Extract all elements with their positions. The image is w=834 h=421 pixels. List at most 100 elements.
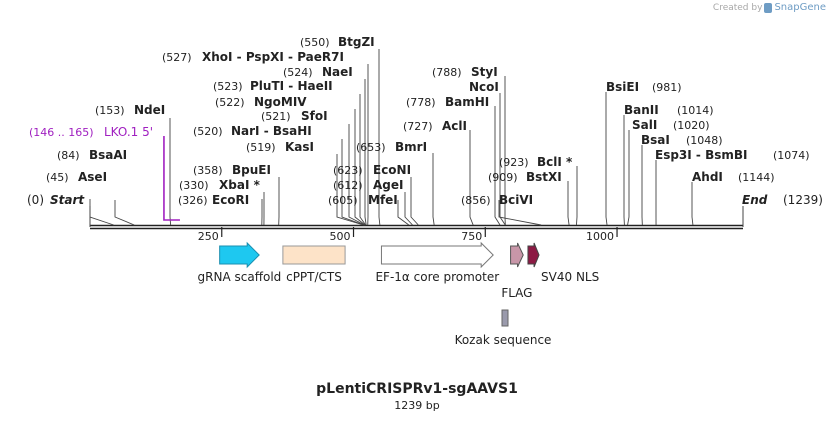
site-leader-line bbox=[354, 109, 366, 226]
site-position: (856) bbox=[461, 194, 491, 207]
site-leader-line bbox=[336, 154, 364, 226]
feature-arrow bbox=[510, 242, 524, 268]
feature-label: Kozak sequence bbox=[455, 333, 552, 347]
site-leader-line bbox=[432, 153, 435, 226]
site-name: XhoI - PspXI - PaeR7I bbox=[202, 50, 344, 64]
feature-label: cPPT/CTS bbox=[286, 270, 342, 284]
site-name: NgoMIV bbox=[254, 95, 307, 109]
site-position: (527) bbox=[162, 51, 192, 64]
snapgene-credit: Created by SnapGene bbox=[713, 2, 826, 13]
site-name: BtgZI bbox=[338, 35, 375, 49]
ruler-tick-label: 500 bbox=[330, 230, 351, 243]
site-leader-line bbox=[494, 106, 501, 226]
site-name: AseI bbox=[78, 170, 107, 184]
site-position: (326) bbox=[178, 194, 208, 207]
plasmid-name: pLentiCRISPRv1-sgAAVS1 bbox=[316, 381, 518, 397]
site-position: (605) bbox=[328, 194, 358, 207]
snapgene-logo-icon bbox=[764, 2, 773, 13]
site-name: KasI bbox=[285, 140, 314, 154]
feature-label: EF-1α core promoter bbox=[375, 270, 499, 284]
site-position: (612) bbox=[333, 179, 363, 192]
site-name: MfeI bbox=[368, 193, 398, 207]
primer-range: (146 .. 165) bbox=[29, 126, 94, 139]
site-position: (788) bbox=[432, 66, 462, 79]
site-name: Esp3I - BsmBI bbox=[655, 148, 747, 162]
ruler-tick-label: 1000 bbox=[586, 230, 614, 243]
site-position: (909) bbox=[488, 171, 518, 184]
site-position: (1144) bbox=[738, 171, 775, 184]
site-position: (981) bbox=[652, 81, 682, 94]
site-leader-line bbox=[691, 182, 694, 226]
feature-label: FLAG bbox=[501, 286, 532, 300]
site-name: BamHI bbox=[445, 95, 489, 109]
site-name: BsaI bbox=[641, 133, 670, 147]
credit-prefix: Created by bbox=[712, 2, 763, 13]
feature-arrow bbox=[380, 241, 494, 269]
site-position: (623) bbox=[333, 164, 363, 177]
site-name: BpuEI bbox=[232, 163, 271, 177]
site-position: (523) bbox=[213, 80, 243, 93]
site-name: NarI - BsaHI bbox=[231, 124, 312, 138]
site-name: BsaAI bbox=[89, 148, 127, 162]
site-name: NaeI bbox=[322, 65, 353, 79]
start-label: Start bbox=[50, 193, 85, 207]
site-leader-line bbox=[627, 130, 630, 226]
site-leader-line bbox=[567, 181, 570, 226]
site-leader-line bbox=[359, 94, 367, 226]
feature-label: SV40 NLS bbox=[541, 270, 599, 284]
primer-mark bbox=[163, 136, 180, 221]
site-leader-line bbox=[498, 200, 542, 226]
site-name: AgeI bbox=[373, 178, 403, 192]
site-position: (520) bbox=[193, 125, 223, 138]
site-leader-line bbox=[169, 118, 172, 226]
ruler-tick-label: 250 bbox=[198, 230, 219, 243]
site-position: (358) bbox=[193, 164, 223, 177]
site-leader-line bbox=[404, 192, 413, 226]
start-position: (0) bbox=[27, 193, 44, 207]
site-name: BsiEI bbox=[606, 80, 639, 94]
feature-kozak-box bbox=[501, 309, 509, 327]
site-position: (330) bbox=[179, 179, 209, 192]
site-leader-line bbox=[89, 199, 114, 226]
site-position: (522) bbox=[215, 96, 245, 109]
site-leader-line bbox=[576, 166, 578, 226]
site-position: (923) bbox=[499, 156, 529, 169]
site-name: SalI bbox=[632, 118, 657, 132]
site-position: (1074) bbox=[773, 149, 810, 162]
site-name: BciVI bbox=[499, 193, 533, 207]
site-name: NcoI bbox=[469, 80, 499, 94]
site-name: AclI bbox=[442, 119, 467, 133]
feature-arrow bbox=[527, 242, 540, 268]
feature-box bbox=[282, 245, 346, 265]
plasmid-length: 1239 bp bbox=[394, 399, 440, 412]
site-name: EcoNI bbox=[373, 163, 411, 177]
site-position: (1020) bbox=[673, 119, 710, 132]
site-name: StyI bbox=[471, 65, 498, 79]
site-position: (778) bbox=[406, 96, 436, 109]
site-name: BclI * bbox=[537, 155, 573, 169]
credit-brand: SnapGene bbox=[774, 2, 826, 13]
site-leader-line bbox=[469, 130, 474, 226]
site-name: BanII bbox=[624, 103, 659, 117]
site-name: NdeI bbox=[134, 103, 165, 117]
feature-label: gRNA scaffold bbox=[198, 270, 282, 284]
site-name: BmrI bbox=[395, 140, 427, 154]
site-name: PluTI - HaeII bbox=[250, 79, 333, 93]
site-position: (1014) bbox=[677, 104, 714, 117]
site-leader-line bbox=[397, 200, 410, 226]
end-position: (1239) bbox=[783, 193, 823, 207]
site-leader-line bbox=[378, 49, 381, 226]
site-position: (1048) bbox=[686, 134, 723, 147]
site-name: XbaI * bbox=[219, 178, 261, 192]
site-position: (524) bbox=[283, 66, 313, 79]
primer-name: LKO.1 5' bbox=[104, 125, 153, 139]
site-position: (653) bbox=[356, 141, 386, 154]
site-position: (521) bbox=[261, 110, 291, 123]
site-position: (84) bbox=[57, 149, 80, 162]
site-leader-line bbox=[341, 139, 365, 226]
site-position: (153) bbox=[95, 104, 125, 117]
feature-arrow bbox=[219, 241, 260, 269]
site-position: (550) bbox=[300, 36, 330, 49]
site-leader-line bbox=[114, 200, 135, 226]
